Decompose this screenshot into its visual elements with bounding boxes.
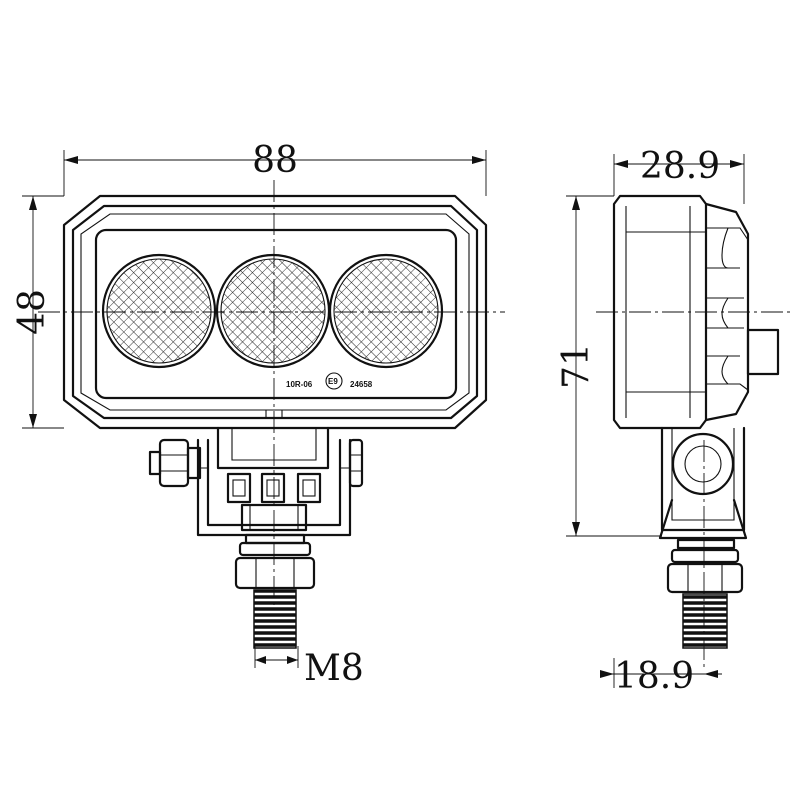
approval-code-text: 10R-06 xyxy=(286,380,313,389)
led-reflector-left xyxy=(101,253,217,369)
housing-outline xyxy=(62,194,488,430)
side-bracket xyxy=(658,426,748,540)
bracket-depth-dimension: 18.9 xyxy=(614,656,694,697)
led-reflector-right xyxy=(328,253,444,369)
side-dimensions: 28.9 71 18.9 xyxy=(556,146,745,697)
width-dimension: 88 xyxy=(252,140,298,181)
side-stud xyxy=(666,538,744,649)
height-dimension: 48 xyxy=(12,289,53,335)
emark-text: E9 xyxy=(328,377,338,386)
housing-notch xyxy=(265,410,283,418)
front-view: 10R-06 E9 24658 xyxy=(38,180,505,649)
housing-rim xyxy=(71,204,479,420)
side-view xyxy=(596,194,790,670)
lens-window xyxy=(94,228,458,400)
side-housing xyxy=(612,194,708,430)
front-bracket xyxy=(148,426,364,537)
rear-connector xyxy=(746,328,780,376)
front-stud xyxy=(234,533,316,649)
depth-dimension: 28.9 xyxy=(640,146,720,187)
front-dimensions: 88 48 M8 xyxy=(12,140,487,689)
overall-height-dimension: 71 xyxy=(556,343,597,389)
housing-inner-rim xyxy=(80,213,470,411)
thread-dimension: M8 xyxy=(304,648,364,689)
heatsink xyxy=(704,202,750,422)
approval-number-text: 24658 xyxy=(350,380,373,389)
emark-circle xyxy=(325,372,343,390)
